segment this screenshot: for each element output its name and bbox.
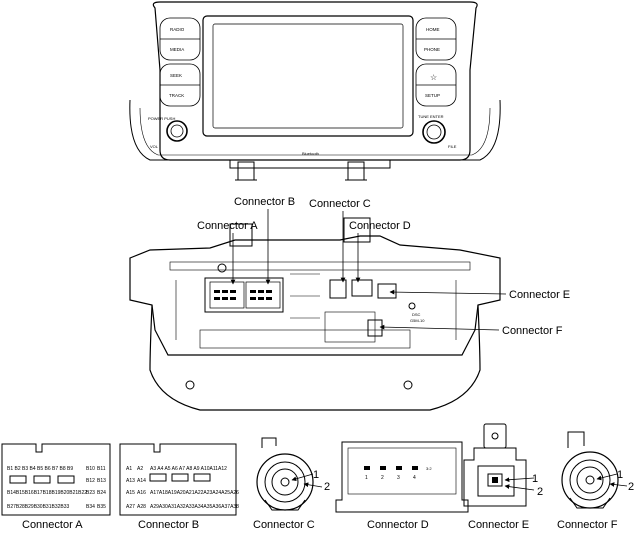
caption-connector-c: Connector C (253, 519, 315, 531)
conn-d-pin-1: 1 (365, 475, 368, 481)
file-label: FILE (448, 144, 457, 149)
home-button-label: HOME (426, 27, 440, 32)
conn-b-row4: A29A30A31A32A33A34A35A36A37A38 (150, 504, 239, 510)
conn-d-side-mark: 3:2 (426, 466, 432, 471)
conn-d-pin-4: 4 (413, 475, 416, 481)
callout-connector-c: Connector C (309, 198, 371, 210)
conn-b-a1: A1 (126, 466, 132, 472)
connector-b-detail (119, 443, 237, 516)
callout-connector-b: Connector B (234, 196, 295, 208)
conn-b-row3: A17A18A19A20A21A22A23A24A25A26 (150, 490, 239, 496)
caption-connector-e: Connector E (468, 519, 529, 531)
connector-a-detail (1, 443, 111, 516)
conn-b-a2: A2 (137, 466, 143, 472)
conn-a-b12: B12 (86, 478, 95, 484)
conn-f-pin-1: 1 (617, 469, 623, 481)
setup-button-label: SETUP (425, 93, 440, 98)
connector-d-pins (364, 466, 418, 470)
connector-a-pin-labels: B1 B2 B3 B4 B5 B6 B7 B8 B9 B10 B11 B12 B… (7, 466, 106, 510)
connector-b-pin-labels: A1 A2 A3 A4 A5 A6 A7 A8 A9 A10A11A12 A13… (126, 466, 239, 510)
conn-c-pin-1: 1 (313, 469, 319, 481)
conn-e-pin-1: 1 (532, 473, 538, 485)
conn-b-a15: A15 (126, 490, 135, 496)
conn-a-b34: B34 (86, 504, 95, 510)
connector-c-detail (256, 437, 323, 511)
conn-a-b13: B13 (97, 478, 106, 484)
callout-arrows (230, 209, 507, 331)
callout-connector-f: Connector F (502, 325, 563, 337)
conn-b-a28: A28 (137, 504, 146, 510)
tune-enter-label: TUNE ENTER (418, 114, 444, 119)
conn-d-pin-3: 3 (397, 475, 400, 481)
caption-connector-f: Connector F (557, 519, 618, 531)
brand-label: Bluetooth (302, 151, 319, 156)
media-button-label: MEDIA (170, 47, 184, 52)
conn-d-pin-2: 2 (381, 475, 384, 481)
rear-mark-2: G5M-10 (410, 318, 425, 323)
conn-a-b24: B24 (97, 490, 106, 496)
phone-button-label: PHONE (424, 47, 440, 52)
conn-b-a14: A14 (137, 478, 146, 484)
callout-connector-d: Connector D (349, 220, 411, 232)
conn-e-pin-block (492, 477, 498, 483)
conn-b-a27: A27 (126, 504, 135, 510)
callout-connector-e: Connector E (509, 289, 570, 301)
connector-f-detail (561, 431, 628, 509)
connector-e-detail (463, 423, 535, 507)
connector-b-rear-pins (250, 290, 272, 300)
rear-mark-1: DSC (412, 312, 421, 317)
power-label: POWER PUSH (148, 116, 175, 121)
star-icon: ☆ (430, 73, 437, 82)
conn-c-pin-2: 2 (324, 481, 330, 493)
vol-label: VOL (150, 144, 159, 149)
conn-e-pin-2: 2 (537, 486, 543, 498)
conn-a-b35: B35 (97, 504, 106, 510)
conn-b-row1: A3 A4 A5 A6 A7 A8 A9 A10A11A12 (150, 466, 227, 472)
seek-button-label: SEEK (170, 73, 182, 78)
conn-a-row2: B14B15B16B17B18B19B20B21B22 (7, 490, 87, 496)
conn-b-a13: A13 (126, 478, 135, 484)
conn-a-b23: B23 (86, 490, 95, 496)
caption-connector-d: Connector D (367, 519, 429, 531)
connector-a-rear-pins (214, 290, 236, 300)
caption-connector-a: Connector A (22, 519, 83, 531)
radio-button-label: RADIO (170, 27, 185, 32)
track-button-label: TRACK (169, 93, 184, 98)
callout-connector-a: Connector A (197, 220, 258, 232)
conn-a-b10: B10 (86, 466, 95, 472)
head-unit-front (129, 1, 501, 181)
conn-f-pin-2: 2 (628, 481, 634, 493)
conn-a-b11: B11 (97, 466, 106, 472)
conn-a-row1: B1 B2 B3 B4 B5 B6 B7 B8 B9 (7, 466, 73, 472)
conn-b-a16: A16 (137, 490, 146, 496)
conn-a-row3: B27B28B29B30B31B32B33 (7, 504, 69, 510)
head-unit-rear (129, 217, 501, 411)
connector-d-detail (335, 441, 469, 513)
caption-connector-b: Connector B (138, 519, 199, 531)
